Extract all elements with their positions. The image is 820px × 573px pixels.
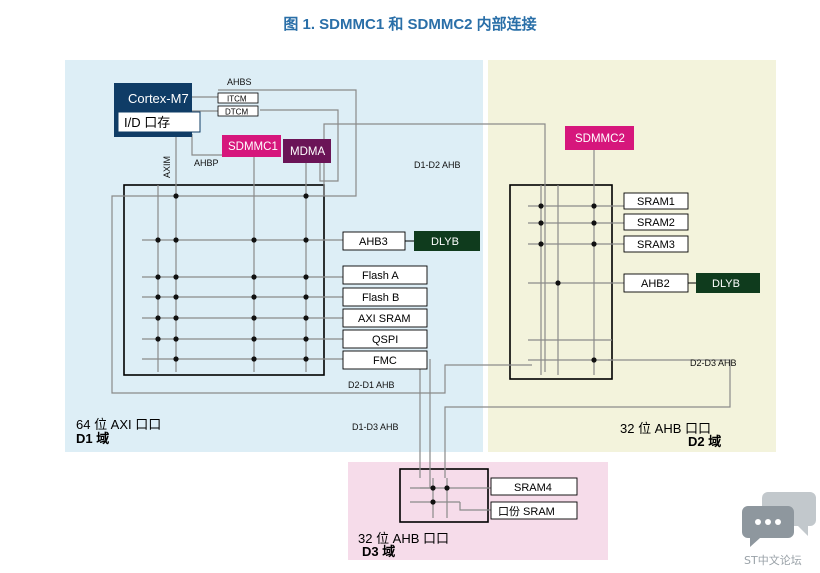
d2-matrix-label: 32 位 AHB 口口 xyxy=(620,421,711,436)
d1-d2-ahb-label: D1-D2 AHB xyxy=(414,160,461,170)
d1-dlyb-label: DLYB xyxy=(431,236,459,248)
sdmmc2-block: SDMMC2 xyxy=(565,126,634,150)
ahb3-label: AHB3 xyxy=(359,236,388,248)
ahb2-label: AHB2 xyxy=(641,278,670,290)
itcm-block: ITCM xyxy=(217,92,259,104)
flash-b-box xyxy=(342,287,428,307)
d2-bus-lines xyxy=(528,150,624,375)
sram2-box xyxy=(623,213,689,231)
ahbs-label: AHBS xyxy=(227,77,252,87)
d1-domain-name: D1 域 xyxy=(76,431,109,446)
qspi-box xyxy=(342,329,428,349)
sdmmc1-label: SDMMC1 xyxy=(228,141,278,153)
sdmmc1-block: SDMMC1 xyxy=(222,135,281,157)
flash-a-box xyxy=(342,265,428,285)
d1-axi-matrix xyxy=(123,184,325,376)
sram1-box xyxy=(623,192,689,210)
mdma-block: MDMA xyxy=(283,139,331,163)
d3-matrix-label: 32 位 AHB 口口 xyxy=(358,531,449,546)
sdmmc2-label: SDMMC2 xyxy=(575,133,625,145)
sram2-label: SRAM2 xyxy=(637,217,675,229)
bus-junctions xyxy=(155,193,597,505)
d1-dlyb-box xyxy=(414,231,480,251)
sram4-label: SRAM4 xyxy=(514,482,552,494)
d2-domain-name: D2 域 xyxy=(688,434,721,449)
d2-ahb-matrix xyxy=(509,184,613,380)
sram3-label: SRAM3 xyxy=(637,239,675,251)
sram4-box xyxy=(490,477,578,496)
d2-domain-region xyxy=(488,60,776,452)
cortex-m7-label: Cortex-M7 xyxy=(128,91,189,106)
d2-d3-ahb-label: D2-D3 AHB xyxy=(690,358,737,368)
fmc-label: FMC xyxy=(373,355,397,367)
domain-labels: 64 位 AXI 口口 D1 域 32 位 AHB 口口 D2 域 32 位 A… xyxy=(76,417,721,559)
dtcm-label: DTCM xyxy=(225,108,248,117)
ahbp-label: AHBP xyxy=(194,158,219,168)
qspi-label: QSPI xyxy=(372,334,398,346)
cortex-m7-block: Cortex-M7 I/D 口存 xyxy=(114,83,201,137)
flash-b-label: Flash B xyxy=(362,292,399,304)
d2-dlyb-label: DLYB xyxy=(712,278,740,290)
bus-labels: AHBS AHBP AXIM D1-D2 AHB D2-D1 AHB D1-D3… xyxy=(162,77,737,432)
d3-domain-name: D3 域 xyxy=(362,544,395,559)
fmc-box xyxy=(342,350,428,370)
watermark-text: ST中文论坛 xyxy=(744,554,802,567)
d3-ahb-matrix xyxy=(399,468,489,523)
axim-label: AXIM xyxy=(162,156,172,178)
d3-slave-boxes: SRAM4 口份 SRAM xyxy=(490,477,578,520)
backup-sram-label: 口份 SRAM xyxy=(498,505,555,518)
axi-sram-box xyxy=(342,308,428,328)
dtcm-block: DTCM xyxy=(217,105,259,117)
d1-matrix-label: 64 位 AXI 口口 xyxy=(76,417,161,432)
mdma-label: MDMA xyxy=(290,146,325,158)
sram3-box xyxy=(623,235,689,253)
backup-sram-box xyxy=(490,501,578,520)
d1-slave-boxes: AHB3 DLYB Flash A Flash B AXI SRAM QSPI … xyxy=(342,231,480,370)
d1-d3-ahb-label: D1-D3 AHB xyxy=(352,422,399,432)
d2-dlyb-box xyxy=(696,273,760,293)
d2-slave-boxes: SRAM1 SRAM2 SRAM3 AHB2 DLYB xyxy=(623,192,760,293)
axi-sram-label: AXI SRAM xyxy=(358,313,411,325)
forum-chat-icon xyxy=(742,492,816,547)
figure-title: 图 1. SDMMC1 和 SDMMC2 内部连接 xyxy=(283,16,537,33)
cpu-cache-label: I/D 口存 xyxy=(124,115,170,130)
flash-a-label: Flash A xyxy=(362,270,399,282)
itcm-label: ITCM xyxy=(227,95,247,104)
sram1-label: SRAM1 xyxy=(637,196,675,208)
d2-d1-ahb-label: D2-D1 AHB xyxy=(348,380,395,390)
